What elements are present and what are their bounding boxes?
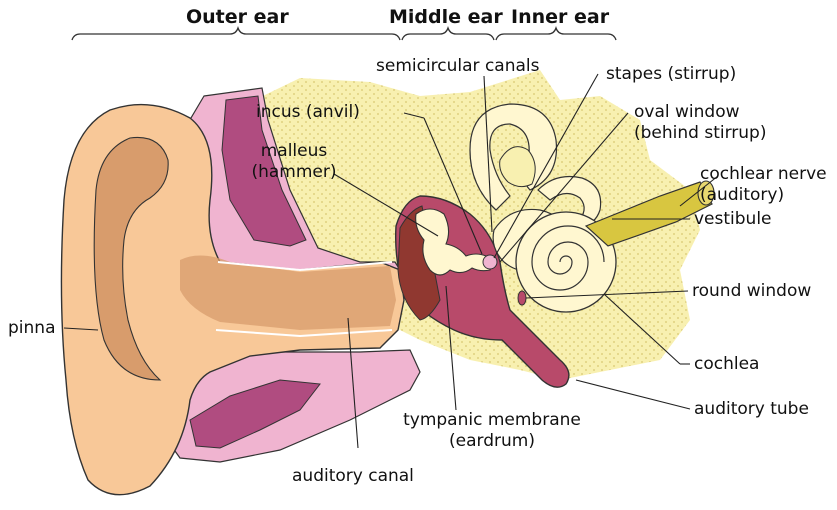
label-pinna: pinna (8, 318, 55, 339)
label-vestibule: vestibule (694, 209, 772, 230)
label-auditory-tube: auditory tube (694, 399, 809, 420)
label-stapes: stapes (stirrup) (606, 64, 736, 85)
section-title-outer-ear: Outer ear (186, 6, 289, 28)
label-cochlear-nerve: cochlear nerve (auditory) (700, 164, 827, 206)
label-oval-window: oval window (behind stirrup) (634, 102, 766, 144)
label-tympanic-membrane-line2: (eardrum) (392, 431, 592, 452)
round-window-shape (518, 291, 526, 305)
label-tympanic-membrane: tympanic membrane (eardrum) (392, 410, 592, 452)
label-malleus-line2: (hammer) (228, 162, 360, 183)
label-cochlea: cochlea (694, 354, 759, 375)
label-malleus: malleus (hammer) (228, 141, 360, 183)
label-cochlear-nerve-line1: cochlear nerve (700, 164, 827, 185)
label-semicircular-canals: semicircular canals (376, 56, 539, 77)
outer-ear-bracket (72, 28, 400, 40)
label-oval-window-line2: (behind stirrup) (634, 123, 766, 144)
section-title-inner-ear: Inner ear (511, 6, 609, 28)
label-auditory-canal: auditory canal (292, 466, 414, 487)
label-malleus-line1: malleus (228, 141, 360, 162)
middle-ear-bracket (402, 28, 494, 40)
inner-ear-bracket (496, 28, 616, 40)
section-brackets (72, 28, 616, 40)
section-title-middle-ear: Middle ear (389, 6, 503, 28)
label-cochlear-nerve-line2: (auditory) (700, 185, 827, 206)
label-round-window: round window (692, 281, 811, 302)
label-oval-window-line1: oval window (634, 102, 766, 123)
label-tympanic-membrane-line1: tympanic membrane (392, 410, 592, 431)
label-incus: incus (anvil) (256, 102, 360, 123)
